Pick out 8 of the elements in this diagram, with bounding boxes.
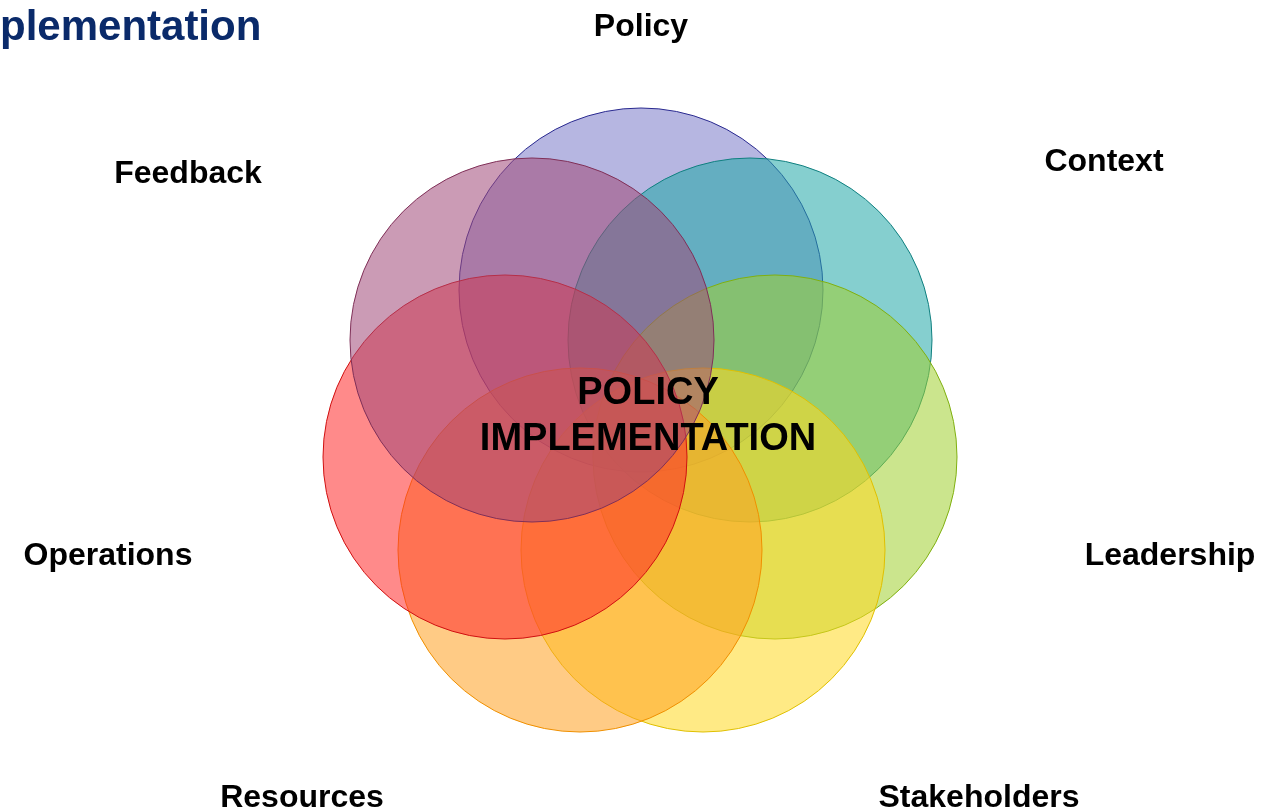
circle-label: Resources [220, 777, 384, 812]
circle-label: Leadership [1084, 535, 1256, 573]
circle-label: Stakeholders [878, 777, 1080, 812]
circle-label: Context [1044, 141, 1164, 179]
circle-label: Operations [23, 535, 193, 573]
circle-label: Feedback [114, 153, 262, 191]
title: plementation [0, 2, 262, 50]
circle-label: Policy [593, 6, 689, 44]
